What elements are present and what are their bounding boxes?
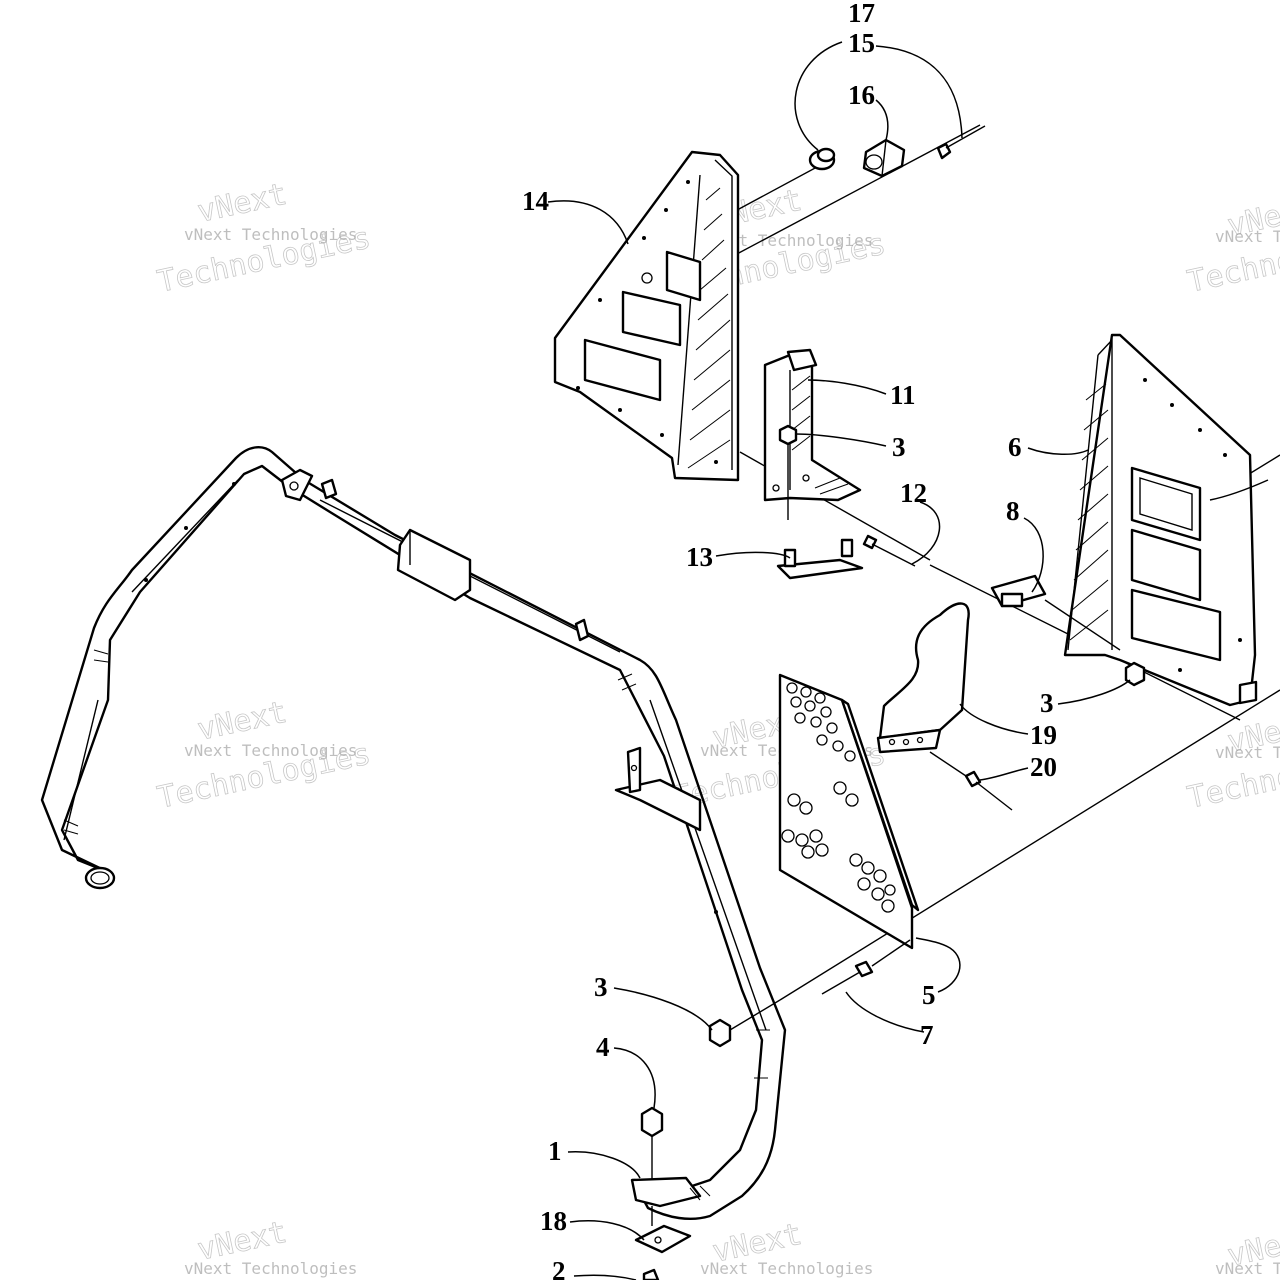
callout-3-upper: 3 [892,432,906,462]
callout-5: 5 [922,980,936,1010]
watermark-top-left: vNext vNext Technologies Technologies [154,176,374,300]
svg-text:vNext Technologies: vNext Technologies [1215,1259,1280,1278]
callout-19: 19 [1030,720,1057,750]
watermark-mid-right: vNext vNext Technologies Technologies [1184,706,1280,816]
part-5-perforated-plate [778,673,920,950]
callout-3-lower: 3 [594,972,608,1002]
callout-7: 7 [920,1020,934,1050]
part-4-nut [640,1106,664,1180]
part-2-fastener [642,1268,660,1280]
callout-4: 4 [596,1032,610,1062]
part-7-bolt [821,939,911,995]
part-17-bushing [808,147,836,171]
svg-text:vNext Technologies: vNext Technologies [184,741,357,760]
part-12-bolt [862,534,916,567]
leader-lines [547,41,1269,1280]
part-3-nut-lower [708,999,781,1048]
part-16-bushing [862,138,906,178]
watermark-bottom-center: vNext vNext Technologies [700,1216,873,1278]
svg-text:vNext Technologies: vNext Technologies [184,1259,357,1278]
callout-15: 15 [848,28,875,58]
part-14-bracket [553,150,740,482]
part-13-plate [776,538,864,580]
callout-16: 16 [848,80,875,110]
callout-11: 11 [890,380,916,410]
callout-17: 17 [848,0,875,28]
svg-text:vNext: vNext [194,695,290,748]
part-1-tubular-frame [40,446,787,1221]
svg-text:vNext Technologies: vNext Technologies [1215,227,1280,246]
callout-18: 18 [540,1206,567,1236]
callout-12: 12 [900,478,927,508]
svg-text:vNext Technologies: vNext Technologies [700,231,873,250]
part-15-pin [936,125,986,160]
part-11-angle-bracket [763,348,862,502]
callout-2: 2 [552,1256,566,1280]
watermark-bottom-left: vNext vNext Technologies [184,1214,357,1278]
svg-text:vNext: vNext [194,177,290,230]
callout-3-right: 3 [1040,688,1054,718]
watermark-mid-left: vNext vNext Technologies Technologies [154,694,374,816]
svg-text:vNext Technologies: vNext Technologies [1215,743,1280,762]
callout-20: 20 [1030,752,1057,782]
callout-labels: 17 15 16 14 11 3 12 13 6 8 3 19 20 3 5 7… [522,0,1057,1280]
callout-1: 1 [548,1136,562,1166]
svg-text:vNext Technologies: vNext Technologies [700,1259,873,1278]
callout-8: 8 [1006,496,1020,526]
part-19-guard [876,602,970,754]
part-8-clip [990,574,1121,651]
part-20-bolt [929,751,1013,811]
svg-text:vNext Technologies: vNext Technologies [184,225,357,244]
callout-6: 6 [1008,432,1022,462]
part-18-plate [634,1206,692,1254]
callout-14: 14 [522,186,549,216]
part-6-bracket [1063,333,1258,707]
callout-13: 13 [686,542,713,572]
part-3-nut-upper [778,424,798,520]
watermark-bottom-right: vNext vNext Technologies [1215,1220,1280,1278]
part-3-nut-right [1124,661,1146,687]
watermark-top-right: vNext vNext Technologies Technologies [1184,190,1280,300]
